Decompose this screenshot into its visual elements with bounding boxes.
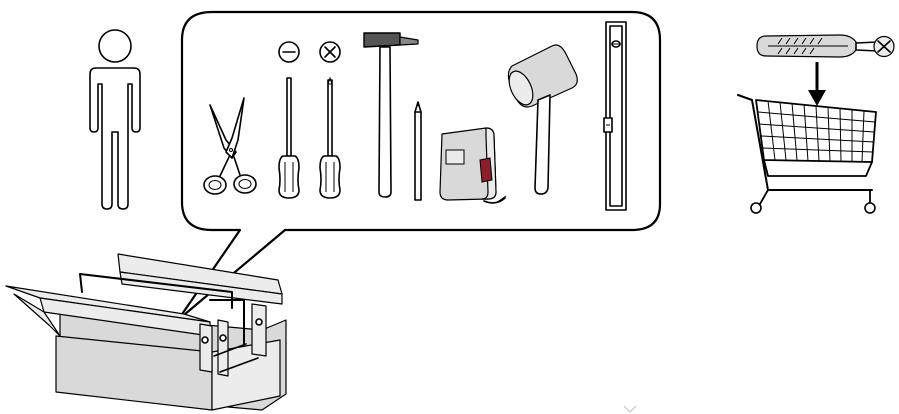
arrow-down-icon: [808, 62, 826, 106]
person-icon: [90, 30, 140, 209]
pencil-icon: [415, 102, 421, 200]
decorative-mark: [624, 406, 636, 412]
spirit-level-icon: [604, 22, 626, 210]
shopping-cart-icon: [738, 95, 876, 213]
toolbox-icon: [6, 254, 286, 410]
wall-plug-and-screw-icon: [757, 35, 894, 57]
